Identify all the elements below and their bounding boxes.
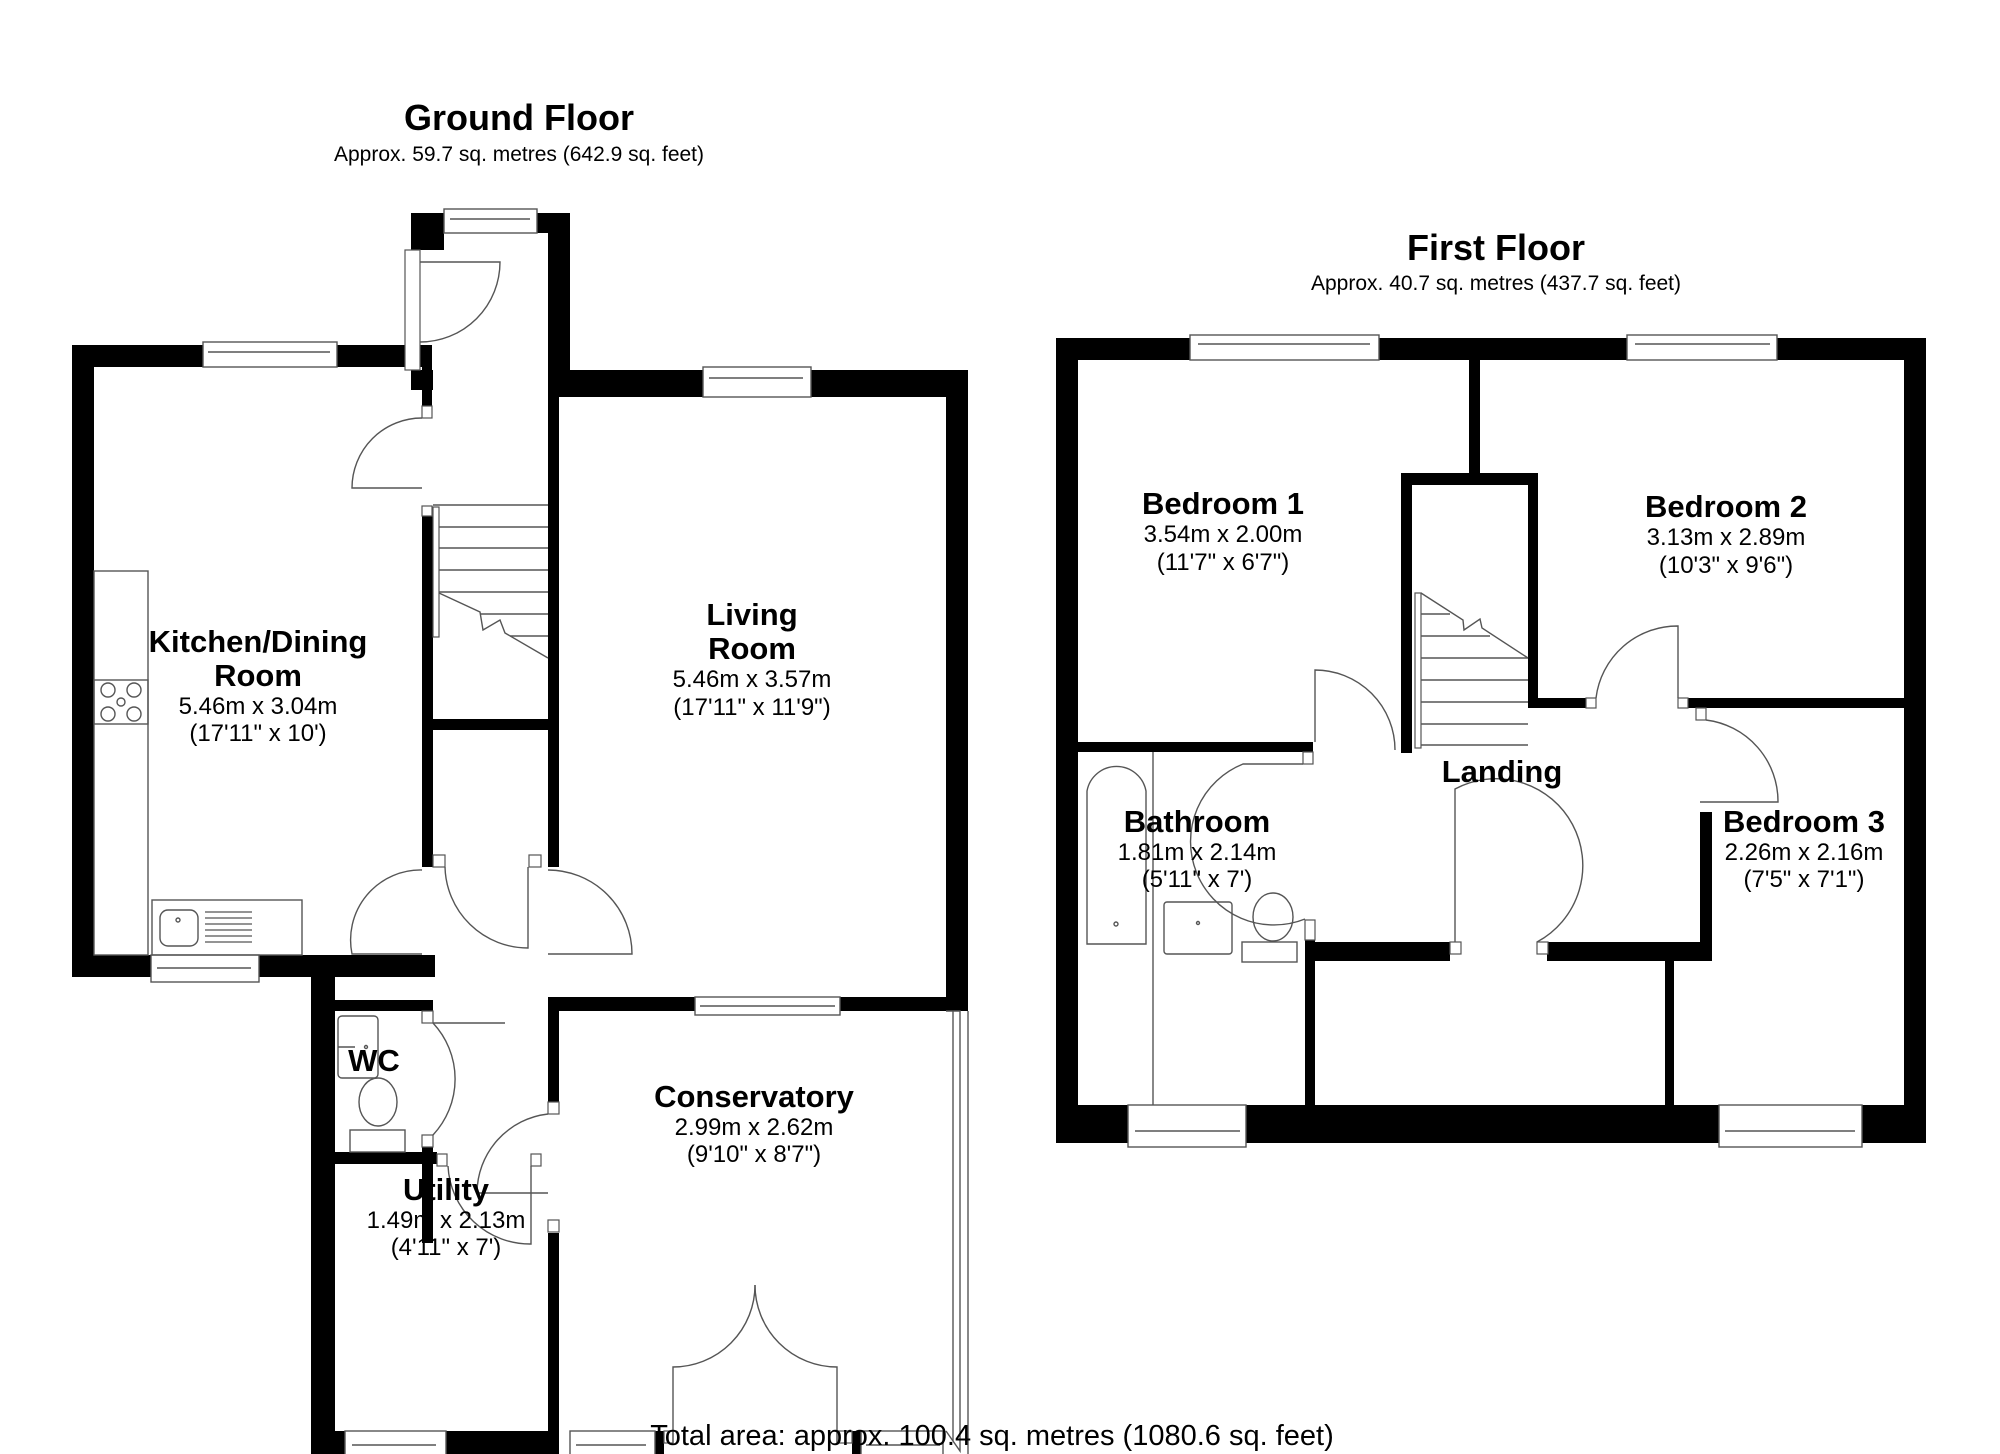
svg-text:(5'11" x 7'): (5'11" x 7') (1142, 866, 1253, 893)
kitchen-fittings (93, 570, 303, 956)
room-label-living: Living Room 5.46m x 3.57m (17'11" x 11'9… (673, 597, 832, 721)
wc-fittings (337, 1015, 406, 1153)
first-floor-plan (1056, 334, 1926, 1148)
svg-text:Kitchen/Dining: Kitchen/Dining (149, 624, 368, 659)
room-label-bedroom-2: Bedroom 2 3.13m x 2.89m (10'3" x 9'6") (1645, 489, 1807, 579)
svg-text:(11'7" x 6'7"): (11'7" x 6'7") (1157, 549, 1289, 576)
svg-text:(4'11" x 7'): (4'11" x 7') (391, 1234, 502, 1261)
svg-text:Utility: Utility (403, 1172, 490, 1207)
svg-text:Room: Room (214, 658, 302, 693)
svg-text:Living: Living (706, 597, 797, 632)
svg-text:1.81m x 2.14m: 1.81m x 2.14m (1118, 839, 1277, 866)
svg-text:Bathroom: Bathroom (1124, 804, 1270, 839)
room-label-wc: WC (348, 1043, 400, 1078)
first-stairs (1414, 592, 1529, 749)
svg-text:3.13m x 2.89m: 3.13m x 2.89m (1647, 524, 1806, 551)
svg-text:1.49m x 2.13m: 1.49m x 2.13m (367, 1207, 526, 1234)
svg-text:Bedroom 1: Bedroom 1 (1142, 486, 1304, 521)
svg-text:Room: Room (708, 631, 796, 666)
first-floor-title: First Floor (1407, 227, 1585, 268)
svg-text:(9'10" x 8'7"): (9'10" x 8'7") (687, 1141, 821, 1168)
svg-text:(10'3" x 9'6"): (10'3" x 9'6") (1659, 552, 1793, 579)
ground-stairs (432, 504, 549, 659)
room-label-landing: Landing (1442, 754, 1563, 789)
svg-text:5.46m x 3.57m: 5.46m x 3.57m (673, 666, 832, 693)
svg-text:3.54m x 2.00m: 3.54m x 2.00m (1144, 521, 1303, 548)
room-label-bedroom-1: Bedroom 1 3.54m x 2.00m (11'7" x 6'7") (1142, 486, 1304, 576)
ground-floor-title: Ground Floor (404, 97, 634, 138)
first-floor-area: Approx. 40.7 sq. metres (437.7 sq. feet) (1311, 272, 1681, 295)
svg-text:Conservatory: Conservatory (654, 1079, 855, 1114)
room-label-bathroom: Bathroom 1.81m x 2.14m (5'11" x 7') (1118, 804, 1277, 893)
total-area: Total area: approx. 100.4 sq. metres (10… (650, 1420, 1334, 1452)
ground-floor-area: Approx. 59.7 sq. metres (642.9 sq. feet) (334, 143, 704, 166)
svg-text:(17'11" x 10'): (17'11" x 10') (189, 720, 326, 747)
svg-text:(17'11" x 11'9"): (17'11" x 11'9") (673, 694, 830, 721)
room-label-utility: Utility 1.49m x 2.13m (4'11" x 7') (367, 1172, 526, 1261)
svg-text:5.46m x 3.04m: 5.46m x 3.04m (179, 693, 338, 720)
room-label-bedroom-3: Bedroom 3 2.26m x 2.16m (7'5" x 7'1") (1723, 804, 1885, 893)
svg-text:Bedroom 2: Bedroom 2 (1645, 489, 1807, 524)
room-label-conservatory: Conservatory 2.99m x 2.62m (9'10" x 8'7"… (654, 1079, 855, 1168)
bathroom-fittings (1086, 752, 1298, 1105)
svg-text:Bedroom 3: Bedroom 3 (1723, 804, 1885, 839)
svg-text:2.26m x 2.16m: 2.26m x 2.16m (1725, 839, 1884, 866)
room-label-kitchen: Kitchen/Dining Room 5.46m x 3.04m (17'11… (149, 624, 368, 747)
svg-text:(7'5" x 7'1"): (7'5" x 7'1") (1744, 866, 1865, 893)
svg-text:2.99m x 2.62m: 2.99m x 2.62m (675, 1114, 834, 1141)
ground-floor-plan (72, 208, 969, 1454)
